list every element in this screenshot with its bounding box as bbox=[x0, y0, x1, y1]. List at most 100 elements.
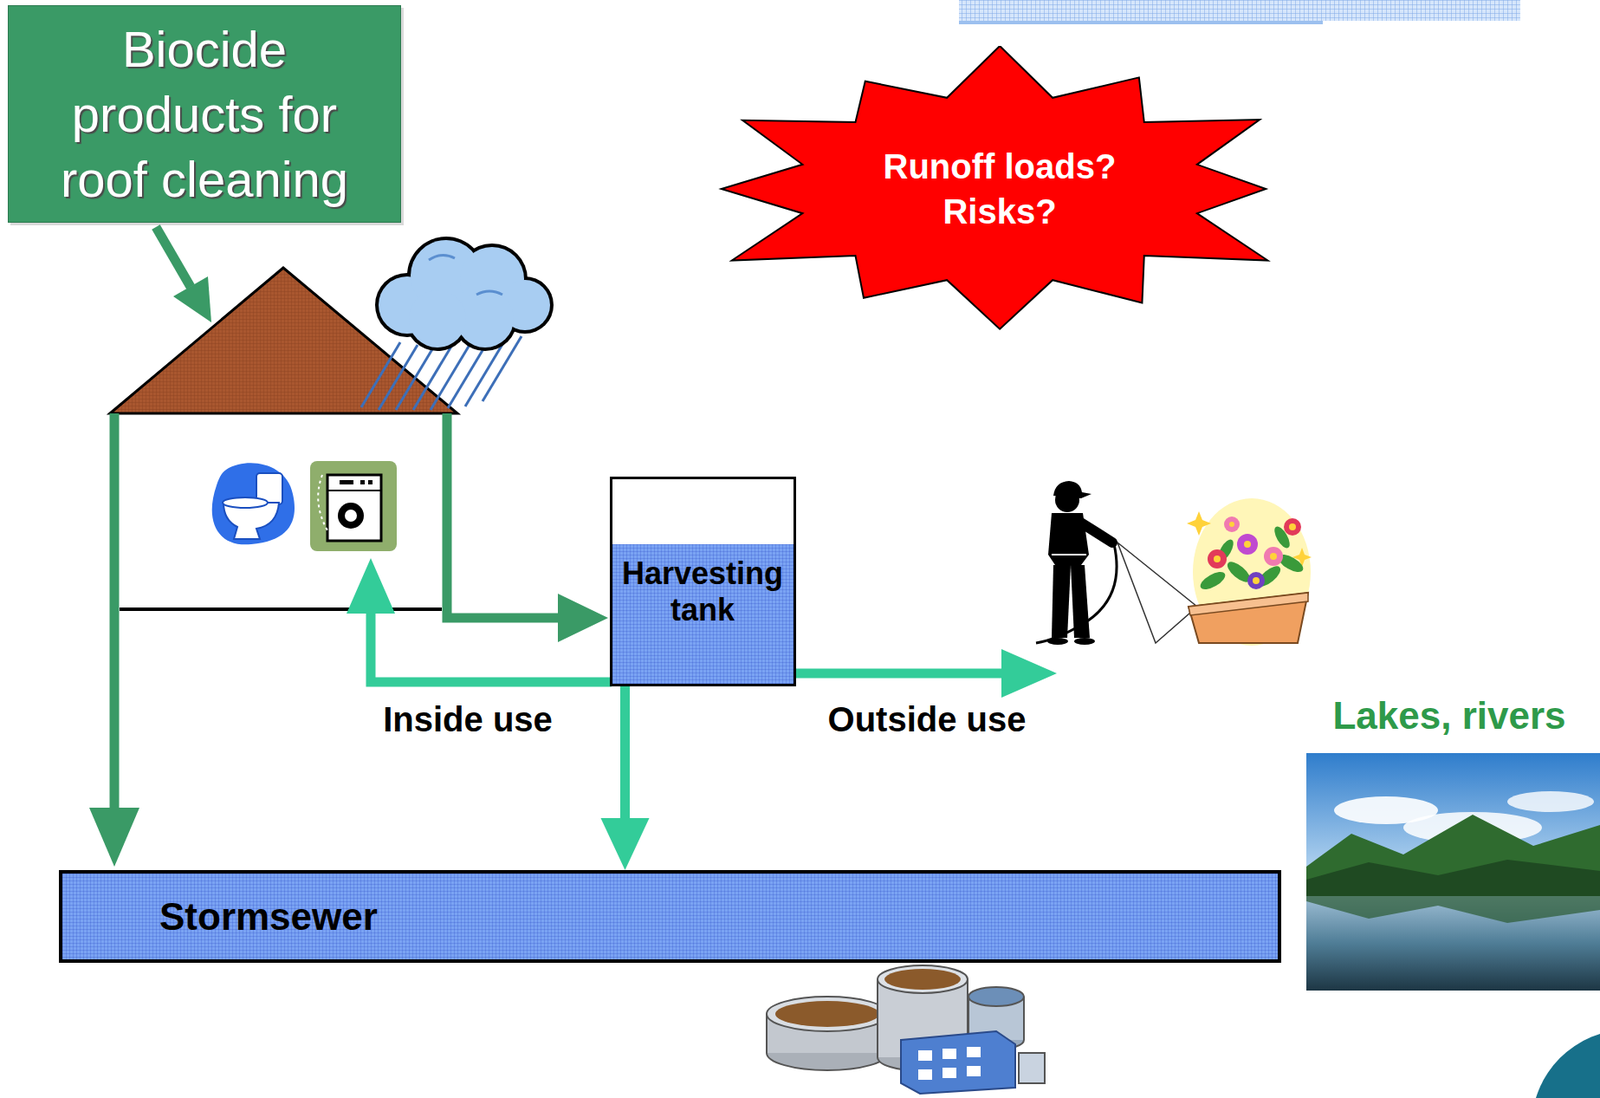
rain-cloud bbox=[361, 342, 401, 408]
treatment-plant bbox=[966, 1046, 981, 1057]
treatment-plant bbox=[942, 1067, 957, 1078]
flow-arrow bbox=[601, 686, 650, 870]
header-bar bbox=[958, 20, 1323, 25]
flower-planter bbox=[1229, 521, 1235, 527]
washing-machine-icon bbox=[327, 474, 382, 541]
washing-machine-icon bbox=[337, 502, 364, 529]
corner-circle bbox=[1531, 1029, 1600, 1098]
house bbox=[557, 593, 609, 642]
treatment-plant bbox=[900, 1030, 1016, 1094]
rain-cloud bbox=[428, 254, 503, 295]
header-bar bbox=[958, 0, 1521, 21]
gardener-figure bbox=[1036, 480, 1198, 645]
flow-line bbox=[620, 686, 630, 822]
lake-photo bbox=[1306, 752, 1600, 896]
treatment-plant bbox=[918, 1068, 933, 1080]
treatment-plant bbox=[918, 1049, 933, 1061]
gardener-figure bbox=[1070, 564, 1090, 638]
lake-photo bbox=[1306, 859, 1600, 896]
lake-photo bbox=[1306, 895, 1600, 923]
rain-cloud bbox=[430, 344, 470, 410]
flower-planter bbox=[1263, 546, 1283, 566]
treatment-plant bbox=[766, 996, 888, 1031]
warning-starburst: Runoff loads? Risks? bbox=[690, 45, 1309, 332]
rain-cloud bbox=[378, 239, 551, 348]
treatment-plant bbox=[1018, 1052, 1045, 1083]
flower-planter bbox=[1283, 518, 1302, 536]
rain-cloud bbox=[408, 290, 467, 348]
treatment-plant bbox=[968, 986, 1024, 1006]
gardener-figure bbox=[1051, 553, 1087, 556]
rain-cloud bbox=[378, 344, 418, 410]
gardener-figure bbox=[1079, 521, 1113, 543]
flower-planter bbox=[1289, 523, 1296, 531]
flower-planter bbox=[1188, 592, 1309, 616]
toilet-icon bbox=[222, 497, 268, 508]
rain-cloud bbox=[361, 236, 554, 410]
flower-planter bbox=[1186, 498, 1312, 646]
treatment-plant bbox=[766, 965, 1045, 1094]
outside-use-arrow bbox=[796, 648, 1057, 698]
rain-cloud bbox=[395, 344, 435, 410]
biocide-arrow bbox=[155, 226, 191, 287]
lake-photo bbox=[1306, 752, 1600, 991]
gardener-figure bbox=[1051, 564, 1071, 638]
lake-photo bbox=[1507, 790, 1594, 812]
flow-label: Outside use bbox=[828, 698, 1027, 740]
treatment-plant bbox=[966, 1065, 981, 1076]
outside-use-arrow bbox=[796, 668, 1005, 679]
treatment-plant bbox=[877, 965, 968, 993]
flower-planter bbox=[1198, 568, 1229, 593]
flower-planter bbox=[1224, 516, 1240, 532]
flower-planter bbox=[1186, 511, 1212, 536]
node-text: Biocide products for roof cleaning bbox=[35, 16, 374, 212]
flow-label: Inside use bbox=[382, 698, 553, 740]
house bbox=[110, 413, 120, 811]
outside-use-arrow bbox=[1001, 648, 1057, 698]
house bbox=[110, 267, 458, 414]
node-text: Harvesting tank bbox=[620, 555, 785, 629]
house bbox=[89, 807, 140, 867]
stormsewer-band: Stormsewer bbox=[58, 869, 1282, 963]
starburst-shape bbox=[721, 45, 1269, 330]
starburst-shape bbox=[690, 45, 1309, 332]
toilet-icon bbox=[212, 462, 295, 545]
gardener-figure bbox=[1074, 637, 1095, 645]
flower-planter bbox=[1213, 555, 1221, 563]
washing-machine-icon bbox=[310, 460, 397, 551]
washing-machine-icon bbox=[360, 479, 365, 485]
lake-photo bbox=[1306, 895, 1600, 991]
flower-planter bbox=[1188, 592, 1309, 643]
inside-use-arrow bbox=[370, 611, 612, 682]
washing-machine-icon bbox=[344, 509, 357, 522]
treatment-plant bbox=[884, 968, 961, 990]
treatment-plant bbox=[876, 978, 879, 1057]
rain-cloud bbox=[413, 344, 453, 410]
product-box: Biocide products for roof cleaning bbox=[7, 5, 402, 223]
treatment-plant bbox=[1023, 996, 1025, 1040]
gardener-figure bbox=[1053, 480, 1092, 499]
biocide-arrow bbox=[155, 226, 212, 323]
header-bar bbox=[958, 0, 1521, 25]
flower-planter bbox=[1252, 576, 1260, 584]
lake-photo bbox=[1306, 814, 1600, 896]
node-text: Runoff loads? Risks? bbox=[869, 143, 1130, 234]
toilet-icon bbox=[212, 462, 295, 545]
rain-cloud bbox=[375, 236, 554, 351]
flower-planter bbox=[1247, 571, 1265, 590]
flower-planter bbox=[1243, 540, 1251, 548]
inside-use-arrow bbox=[346, 557, 612, 682]
flower-planter bbox=[1207, 549, 1227, 569]
washing-machine-icon bbox=[317, 474, 328, 531]
node-text: Stormsewer bbox=[159, 893, 378, 940]
treatment-plant bbox=[942, 1048, 957, 1059]
washing-machine-icon bbox=[368, 479, 373, 485]
arrow-head bbox=[601, 817, 650, 870]
gardener-figure bbox=[1117, 542, 1198, 643]
flower-planter bbox=[1269, 552, 1277, 560]
treatment-plant bbox=[765, 1013, 768, 1053]
house bbox=[89, 267, 609, 867]
biocide-arrow bbox=[173, 276, 212, 323]
washing-machine-icon bbox=[327, 489, 382, 492]
flower-planter bbox=[1237, 533, 1258, 555]
